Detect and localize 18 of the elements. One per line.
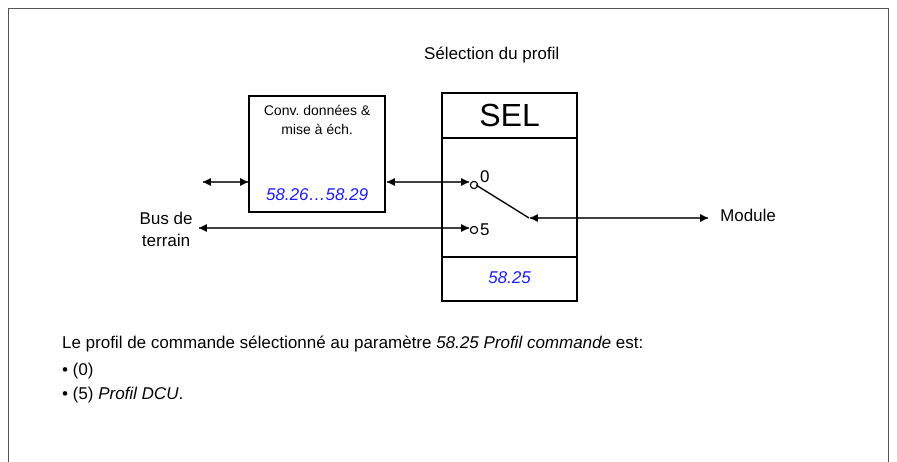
list-item: • (0) xyxy=(62,360,94,380)
diagram-title: Sélection du profil xyxy=(424,44,560,64)
selector-heading: SEL xyxy=(478,96,541,134)
parameter-number: 58.25 xyxy=(487,268,532,288)
arrow xyxy=(530,214,708,222)
parameter-range: 58.26…58.29 xyxy=(264,185,370,205)
selector-box xyxy=(441,92,578,302)
list-item: • (5) Profil DCU. xyxy=(62,384,184,404)
input-number: 5 xyxy=(480,220,490,240)
box-heading: Conv. données & mise à éch. xyxy=(262,101,372,139)
arrow xyxy=(203,178,248,186)
process-box xyxy=(248,95,386,213)
input-number: 0 xyxy=(480,167,490,187)
arrow xyxy=(199,224,469,232)
terminal-label: Module xyxy=(710,205,786,227)
arrow xyxy=(387,178,469,186)
note-text: Le profil de commande sélectionné au paramètre 58.25 Profil commande est: xyxy=(62,333,644,353)
terminal-label: Bus de terrain xyxy=(134,208,198,252)
